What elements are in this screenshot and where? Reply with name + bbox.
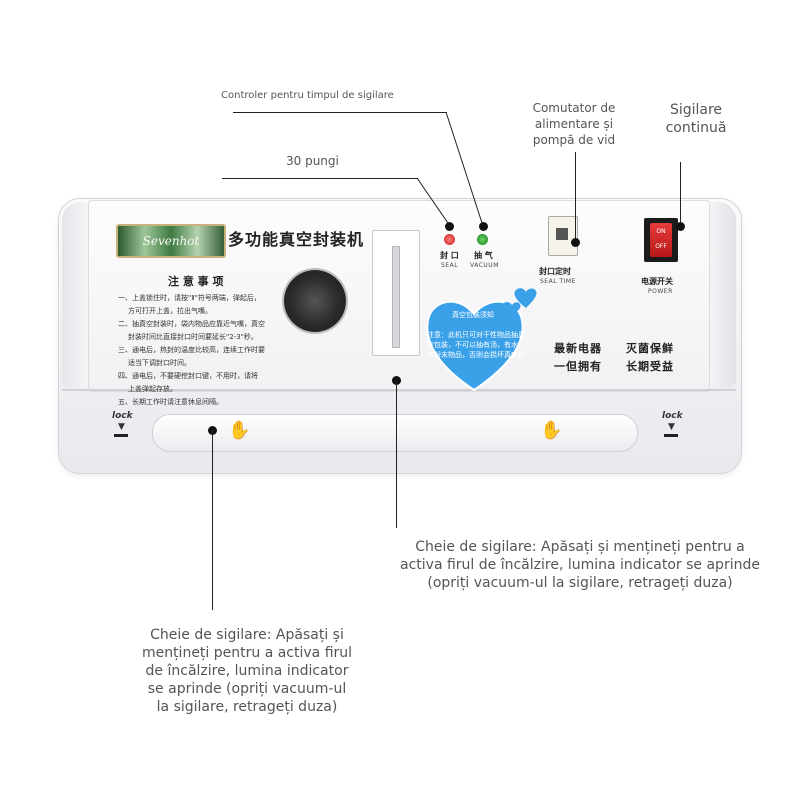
callout-seal-key-line: Cheie de sigilare: Apăsați și mențineți … <box>415 539 745 555</box>
callout-seal-key-line: mențineți pentru a activa firul <box>141 645 353 661</box>
leader-dot-seal <box>445 222 454 231</box>
leader-line-bags <box>222 178 418 179</box>
heart-graphic <box>426 288 537 392</box>
lock-arrow-right-icon: ▼ <box>668 422 675 432</box>
callout-power-switch-line: pompă de vid <box>532 133 616 147</box>
slogan-line-1b: 灭菌保鲜 <box>626 342 674 355</box>
leader-line-timer <box>233 112 447 113</box>
seal-time-label-en: SEAL TIME <box>540 278 576 285</box>
note-line: 二、抽真空封装时，袋内物品应靠近气嘴，真空 <box>118 320 265 328</box>
brand-logo: Sevenhot <box>116 224 226 258</box>
callout-seal-key-center: Cheie de sigilare: Apăsați și mențineți … <box>382 538 778 592</box>
leader-dot-power <box>571 238 580 247</box>
vacuum-label-en: VACUUM <box>470 262 499 269</box>
seal-label-en: SEAL <box>441 262 459 269</box>
callout-seal-key-line: activa firul de încălzire, lumina indica… <box>400 557 760 573</box>
speaker-grille <box>284 270 346 332</box>
slogan-line-2a: 一但拥有 <box>554 360 602 373</box>
lock-marker-right <box>664 434 678 437</box>
leader-line-power <box>575 152 576 244</box>
lock-label-right: lock <box>662 411 683 421</box>
callout-seal-key-line: Cheie de sigilare: Apăsați și <box>150 627 344 643</box>
seal-time-knob[interactable] <box>556 228 568 240</box>
callout-power-switch-line: Comutator de <box>532 101 616 115</box>
leader-line-seal-key-left <box>212 430 213 610</box>
callout-timer-controller: Controler pentru timpul de sigilare <box>221 90 394 101</box>
note-line: 适当下调封口时间。 <box>128 359 191 367</box>
power-label-cn: 电源开关 <box>641 277 673 286</box>
seal-key-bar[interactable] <box>152 414 638 452</box>
callout-continuous-line: continuă <box>665 120 727 136</box>
power-switch[interactable]: ON OFF <box>650 223 672 257</box>
heart-shape <box>426 300 524 392</box>
callout-bags: 30 pungi <box>286 154 339 168</box>
callout-seal-key-line: se aprinde (opriți vacuum-ul <box>147 681 347 697</box>
note-line: 封装时间比直接封口时间要延长"2-3"秒。 <box>128 333 258 341</box>
slogan-line-1a: 最新电器 <box>554 342 602 355</box>
leader-dot-continuous <box>676 222 685 231</box>
seal-time-label-cn: 封口定时 <box>539 267 571 276</box>
power-label-en: POWER <box>648 288 673 295</box>
small-heart-shape <box>502 301 521 316</box>
vacuum-indicator-led <box>477 234 488 245</box>
notes-title: 注 意 事 项 <box>168 275 224 288</box>
note-line: 四、通电后，不要硬挖封口键，不用时，请将 <box>118 372 258 380</box>
callout-power-switch: Comutator de alimentare și pompă de vid <box>524 100 624 148</box>
small-heart-shape <box>514 288 537 308</box>
switch-off-label: OFF <box>655 243 667 250</box>
note-line: 上盖弹起存放。 <box>128 385 177 393</box>
press-hand-right-icon[interactable]: ✋ <box>540 420 563 441</box>
heart-text: 注意：此机只可对干性物品抽真空包装，不可以抽有汤，有水，有粉末物品，否则会损坏真… <box>427 331 525 359</box>
leader-line-seal-key-center <box>396 380 397 528</box>
note-line: 方可打开上盖，拉出气嘴。 <box>128 307 212 315</box>
lock-arrow-left-icon: ▼ <box>118 422 125 432</box>
seal-label-cn: 封 口 <box>440 251 459 260</box>
callout-continuous-line: Sigilare <box>669 102 723 118</box>
note-line: 一、上盖锁住时，请按"Ⅱ"符号两端，弹起后， <box>118 294 261 302</box>
callout-seal-key-line: de încălzire, lumina indicator <box>145 663 349 679</box>
notes-list: 一、上盖锁住时，请按"Ⅱ"符号两端，弹起后， 方可打开上盖，拉出气嘴。 二、抽真… <box>118 292 278 409</box>
press-hand-left-icon[interactable]: ✋ <box>228 420 251 441</box>
callout-seal-key-line: la sigilare, retrageți duza) <box>156 699 338 715</box>
callout-seal-key-line: (opriți vacuum-ul la sigilare, retrageți… <box>427 575 733 591</box>
leader-line-bags-diagonal <box>416 177 451 227</box>
note-line: 三、通电后，热封的温度比较高，连续工作时要 <box>118 346 265 354</box>
slogan-line-2b: 长期受益 <box>626 360 674 373</box>
lock-label-left: lock <box>112 411 133 421</box>
leader-dot-vacuum <box>479 222 488 231</box>
lid-seam <box>62 389 736 391</box>
callout-continuous-seal: Sigilare continuă <box>646 101 746 137</box>
callout-seal-key-left: Cheie de sigilare: Apăsați și mențineți … <box>124 626 370 716</box>
leader-line-timer-diagonal <box>445 111 484 227</box>
heart-title: 真空包装须知 <box>452 311 494 319</box>
callout-power-switch-line: alimentare și <box>534 117 614 131</box>
leader-line-continuous <box>680 162 681 222</box>
switch-on-label: ON <box>656 228 666 235</box>
lid-left-end <box>62 202 92 388</box>
note-line: 五、长期工作时请注意休息间隔。 <box>118 398 223 406</box>
lock-marker-left <box>114 434 128 437</box>
seal-indicator-led <box>444 234 455 245</box>
vacuum-nozzle[interactable] <box>392 246 400 348</box>
vacuum-label-cn: 抽 气 <box>474 251 493 260</box>
model-title: 多功能真空封装机 <box>228 230 365 249</box>
